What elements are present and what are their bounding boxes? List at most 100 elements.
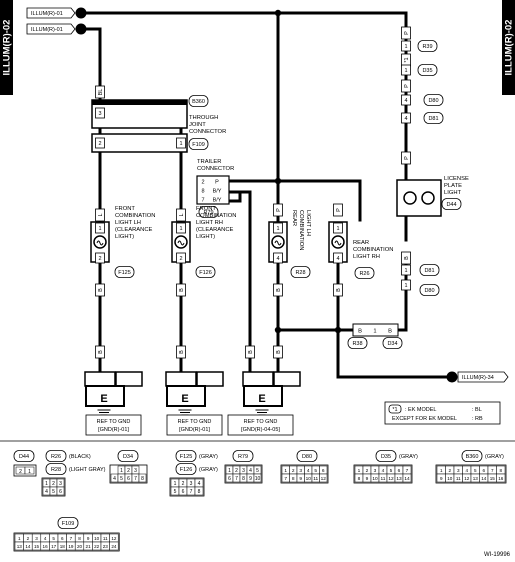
legend-d34-cell-label: 5 [120,476,123,482]
legend-r79-cell-label: 8 [242,476,245,482]
front-lh-wire-l: L [98,213,104,216]
legend-d35-code: D35 [381,454,391,460]
legend-b360-cell-label: 15 [490,476,496,481]
rear-rh-wire-p: P [336,208,342,212]
front-rh-code-oval [195,266,216,278]
note-line2-value: : RB [472,416,483,422]
license-label: LICENSE [444,176,469,182]
link-d-tag [26,7,76,19]
legend-b360-cell [496,473,506,483]
b360-pin: 3 [98,111,101,117]
legend-r26-cell-label: 3 [59,481,62,487]
r38-code-oval [347,337,368,349]
legend-r79-cell-label: 1 [228,468,231,474]
legend-f125-code: F125 [180,454,193,460]
legend-f109-cell-label: 14 [25,544,31,549]
through-joint-bar [92,100,187,105]
legend-d80-cell-label: 4 [307,468,310,474]
legend-d34-code: D34 [123,454,133,460]
trailer-connector [196,175,230,205]
legend-d80-cell-label: 7 [284,476,287,482]
d81a-pin: 4 [404,116,407,122]
legend-d34-cell-label: 8 [141,476,144,482]
legend-d35-cell-label: 11 [381,476,386,482]
d81a-pin-box [401,112,411,124]
d81a-code-oval [423,112,444,124]
rear-lh-wire-b: B [276,288,282,292]
license-code: D44 [446,202,456,208]
r39-pin: 1 [404,44,407,50]
d35-code-oval [417,64,438,76]
legend-r79-code: R79 [238,454,248,460]
legend-f125-cell [194,486,204,496]
ground-2-letter: E [181,393,188,405]
legend-d80-cell-label: 12 [321,476,327,482]
legend-f109-cell-label: 6 [61,536,64,541]
rear-rh-label: COMBINATION [353,247,393,253]
legend-b360-cell-label: 3 [457,468,460,473]
front-rh-pin2-box [176,252,186,264]
ground-2-body [166,385,206,407]
d80a-code-oval [423,94,444,106]
legend-f109-cell-label: 18 [60,544,66,549]
d35-pin-box [401,64,411,76]
note-line1-label: : EK MODEL [405,407,436,413]
legend-d80-cell-label: 1 [284,468,287,474]
rear-rh-pin4: 4 [336,256,339,262]
ground-3-letter: E [258,393,265,405]
junction-top-rear [274,9,282,17]
legend-r26-cell-label: 1 [45,481,48,487]
ground-1-letter: E [100,393,107,405]
legend-b360-cell-label: 7 [491,468,494,473]
ground-code-1: [GND(R)-01] [179,427,210,433]
rear-rh-wire-b-box [333,283,343,297]
rear-rh-pin1: 1 [336,226,339,232]
legend-d80-oval [296,450,318,462]
legend-d44-code: D44 [19,454,29,460]
rear-rh-pin1-box [333,222,343,234]
legend-b360-cell-label: 8 [499,468,502,473]
link-d-label: ILLUM(R)-01 [31,11,63,17]
legend-d35-cell-label: 5 [390,468,393,474]
side-tab-left: ILLUM(R)-02 [0,0,13,95]
legend-d34-cell-label: 7 [134,476,137,482]
legend-r28-code: R28 [51,467,61,473]
legend-d35-cell [402,473,412,483]
trailer-pin-0: 2 [201,180,204,186]
license-wire-p1: P [404,31,410,35]
legend-d80-cell-label: 6 [322,468,325,474]
junction-trailer-p [274,177,282,185]
d35-code: D35 [422,68,432,74]
trailer-label: CONNECTOR [197,166,234,172]
trailer-label: TRAILER [197,159,221,165]
legend-r79-cell-label: 4 [249,468,252,474]
legend-f109-oval [57,517,79,529]
legend-d35-cell-label: 9 [366,476,369,482]
ground-ref-box-0 [85,414,142,436]
rear-rh-wire-p-box [333,203,343,217]
legend-f109-cell-label: 4 [44,536,47,541]
d81a-code: D81 [428,116,438,122]
legend-d44-cell-label: 1 [28,469,31,475]
legend-d44-cell [24,466,35,475]
wire-link-c [83,27,102,104]
front-rh-pin2: 2 [179,256,182,262]
rear-rh-code: R26 [359,271,369,277]
legend-d34-cell-label: 4 [113,476,116,482]
legend-f109-code: F109 [62,521,75,527]
legend-d80-cell [319,473,328,483]
legend-r26-code: R26 [51,454,61,460]
front-lh-lamp-filament [96,240,104,246]
link-d-letter: D [78,11,83,18]
wire-trailer-by1 [227,190,252,374]
wire-bl: BL [98,89,104,96]
legend-f125-cell-label: 6 [182,489,185,495]
license-wire-p3-box [401,151,411,165]
legend-r28-oval [45,463,67,475]
f109-pin-l-box [95,137,105,149]
legend-b360-cell-label: 14 [481,476,487,481]
trailer-wire-b: B [248,350,254,354]
through-joint-label: CONNECTOR [189,129,226,135]
front-lh-wire-b2-box [95,345,105,359]
d81b-pin: 1 [404,268,407,274]
